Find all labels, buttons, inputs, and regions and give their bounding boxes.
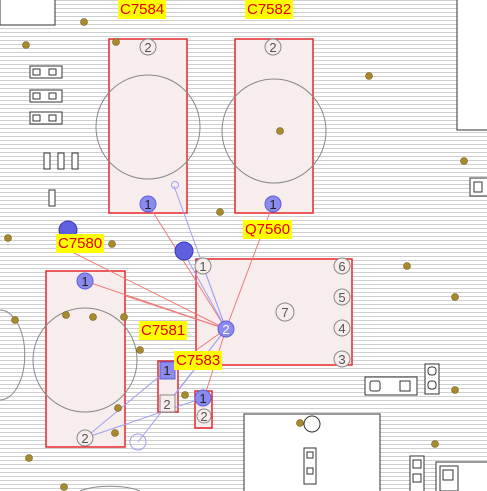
pin-label: 7 — [281, 305, 288, 320]
pin-label: 5 — [338, 290, 345, 305]
pad-c7581-p2 — [196, 408, 212, 424]
pin-label: 2 — [200, 409, 207, 424]
pin-label: 1 — [199, 259, 206, 274]
label-c7584[interactable]: C7584 — [118, 0, 167, 19]
pad-c7582-p2 — [264, 38, 282, 56]
pad-c7583-p2 — [159, 394, 176, 413]
component-c7582[interactable] — [221, 38, 327, 214]
pad-q7560-p3 — [333, 350, 351, 368]
top-left-outline — [0, 0, 56, 26]
label-q7560[interactable]: Q7560 — [243, 220, 293, 239]
label-c7582[interactable]: C7582 — [245, 0, 294, 19]
pin-label: 1 — [199, 391, 206, 406]
pad-q7560-p7 — [275, 302, 295, 322]
pin-label: 2 — [222, 322, 229, 337]
pads — [76, 38, 351, 447]
blue-via — [174, 241, 194, 261]
label-c7583[interactable]: C7583 — [174, 351, 223, 370]
pin-label: 2 — [144, 40, 151, 55]
pad-q7560-p5 — [333, 288, 351, 306]
pad-c7580-p2 — [76, 429, 94, 447]
pad-q7560-p2 — [217, 320, 235, 338]
label-c7581[interactable]: C7581 — [139, 321, 188, 340]
pad-q7560-p1 — [194, 257, 212, 275]
pin-label: 1 — [144, 197, 151, 212]
pin-label: 4 — [338, 321, 345, 336]
vias — [4, 18, 468, 491]
pin-label: 1 — [81, 274, 88, 289]
pad-q7560-p6 — [333, 257, 351, 275]
pin-label: 6 — [338, 259, 345, 274]
pin-label: 3 — [338, 352, 345, 367]
pin-label: 2 — [163, 397, 170, 412]
label-c7580[interactable]: C7580 — [56, 234, 105, 253]
left-footprints — [29, 65, 79, 207]
component-q7560[interactable] — [195, 258, 353, 366]
ratsnest — [61, 185, 274, 443]
bottom-arc — [79, 485, 141, 491]
pin-label: 1 — [163, 363, 170, 378]
ratsnest-ring — [171, 181, 179, 189]
ratsnest-ring — [129, 433, 147, 451]
left-edge-arc — [0, 309, 26, 401]
top-right-outline — [456, 0, 487, 131]
component-c7580[interactable] — [32, 270, 138, 448]
pad-c7580-p1 — [76, 272, 94, 290]
pad-q7560-p4 — [333, 319, 351, 337]
component-c7584[interactable] — [95, 38, 201, 214]
right-footprints — [364, 177, 487, 491]
pad-c7584-p1 — [139, 195, 157, 213]
pin-label: 1 — [269, 197, 276, 212]
pin-label: 2 — [269, 40, 276, 55]
pin-label: 2 — [81, 431, 88, 446]
pad-c7583-p1 — [159, 361, 176, 380]
pad-c7582-p1 — [264, 195, 282, 213]
pad-c7581-p1 — [194, 389, 212, 407]
bottom-mount-hole — [303, 415, 321, 433]
pad-c7584-p2 — [139, 38, 157, 56]
